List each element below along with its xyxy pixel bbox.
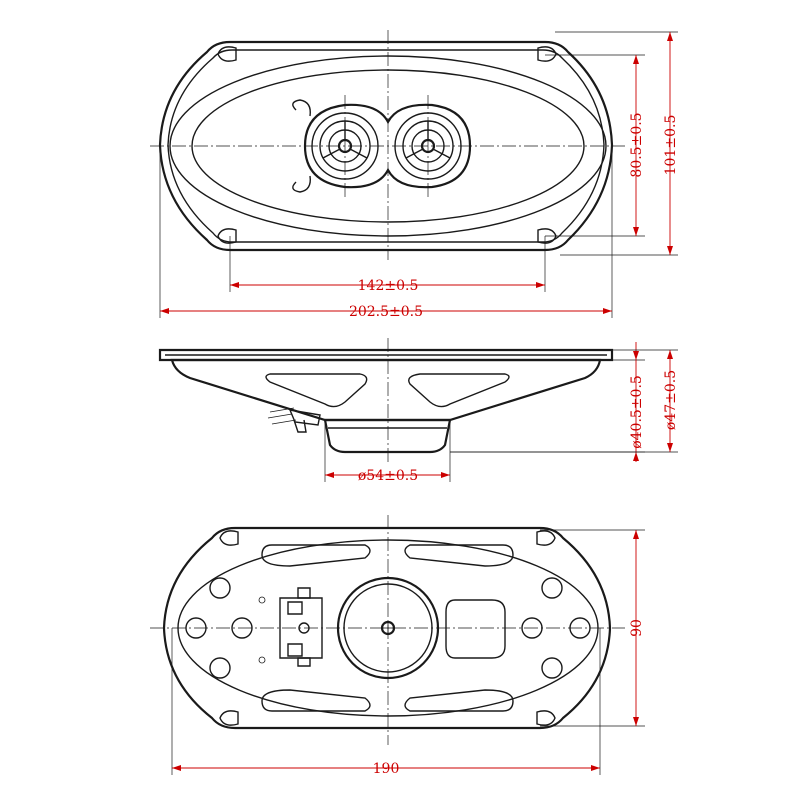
dim-rear-width: 190 <box>373 761 400 777</box>
dim-front-width: 202.5±0.5 <box>349 304 423 320</box>
dim-front-inner-height: 80.5±0.5 <box>629 112 645 177</box>
dim-front-hole-spacing: 142±0.5 <box>358 278 419 294</box>
front-view: 80.5±0.5 101±0.5 142±0.5 202.5±0.5 <box>150 30 679 320</box>
dim-front-outer-height: 101±0.5 <box>663 115 679 176</box>
front-mounting-tabs <box>217 46 557 244</box>
dim-side-basket-dia: ø54±0.5 <box>358 468 418 484</box>
rear-view: 90 190 <box>150 515 645 777</box>
dim-side-depth: ø47±0.5 <box>663 370 679 430</box>
side-view: ø40.5±0.5 ø47±0.5 ø54±0.5 <box>158 338 679 484</box>
dim-side-magnet-dia: ø40.5±0.5 <box>629 375 645 449</box>
dim-rear-height: 90 <box>629 619 645 637</box>
